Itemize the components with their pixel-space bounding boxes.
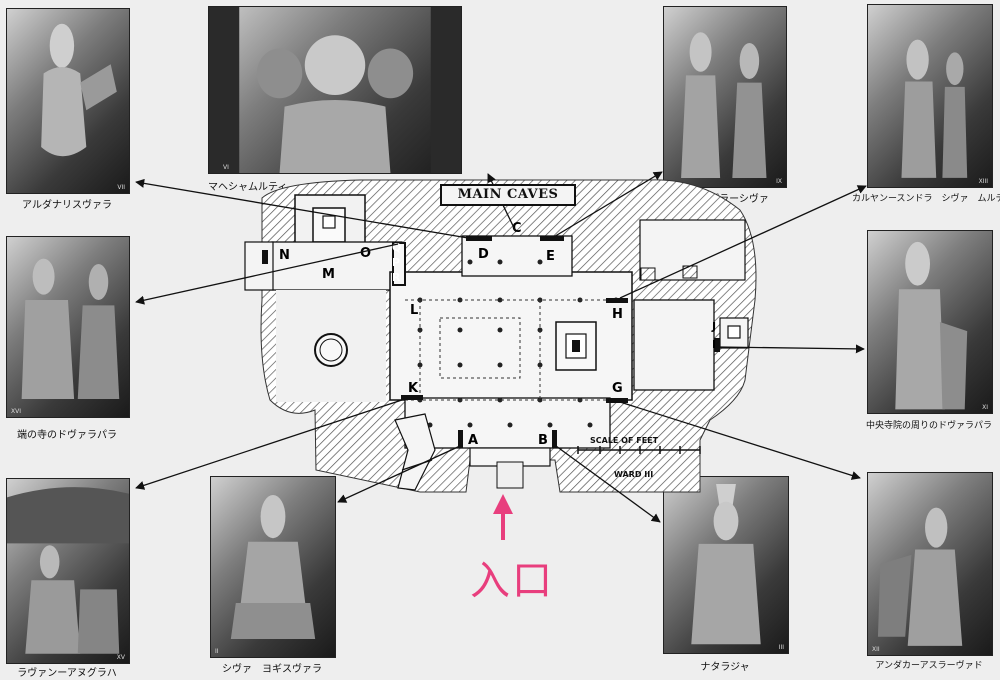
label-i: I — [712, 338, 716, 351]
label-r: R — [392, 271, 401, 284]
left-outer — [244, 241, 274, 291]
caption-andhakasura: アンダカーアスラーヴァド — [875, 661, 983, 671]
dashed-lines — [405, 299, 620, 401]
caption-dvarapala-center: 中央寺院の周りのドヴァラパラ — [866, 421, 992, 431]
photo-number: VI — [223, 164, 229, 171]
caption-dvarapala-end: 端の寺のドヴァラパラ — [17, 430, 117, 441]
photo-ardhanarishvara: VII — [6, 8, 130, 194]
arrow-to-ardhanarishvara — [135, 178, 469, 239]
photo-yogishvara: II — [210, 476, 336, 658]
photo-number: XV — [116, 654, 125, 661]
label-g: G — [612, 381, 623, 396]
caption-yogishvara: シヴァ ヨギスヴァラ — [222, 664, 322, 675]
photo-number: XVI — [11, 408, 21, 415]
photo-number: XI — [982, 404, 988, 411]
scale-bar — [577, 446, 701, 454]
north-porch — [461, 235, 573, 277]
label-n: N — [279, 248, 290, 263]
ward-label: WARD III — [614, 470, 654, 479]
label-q: Q — [392, 241, 401, 254]
plan-title: MAIN CAVES — [440, 184, 576, 206]
arrow-to-ravana — [135, 397, 409, 490]
arrow-to-yogishvara — [337, 445, 461, 503]
label-c: C — [512, 221, 522, 236]
label-h: H — [612, 307, 623, 322]
caption-ravana: ラヴァンーアヌグラハ — [17, 668, 117, 679]
south-porch — [404, 397, 611, 449]
entrance-label: 入口 — [470, 558, 554, 604]
photo-andhakasura: XII — [867, 472, 993, 656]
photo-number: II — [215, 648, 219, 655]
photo-number: IX — [776, 178, 782, 185]
caption-kalyanasundara: カルヤンースンドラ シヴァ ムルティ — [852, 194, 1000, 204]
photo-ravana: XV — [6, 478, 130, 664]
arrow-to-nataraja — [555, 445, 661, 523]
label-l: L — [410, 303, 418, 318]
photo-gangadhara: IX — [663, 6, 787, 188]
photo-kalyanasundara: XIII — [867, 4, 993, 188]
caption-nataraja: ナタラジャ — [700, 662, 750, 673]
photo-nataraja: III — [663, 476, 789, 654]
label-p: P — [392, 256, 400, 269]
entrance-arrow — [493, 494, 513, 540]
label-o: O — [360, 246, 371, 261]
label-e: E — [546, 249, 555, 264]
photo-number: VII — [117, 184, 125, 191]
photo-dvarapala-end: XVI — [6, 236, 130, 418]
photo-number: III — [778, 644, 784, 651]
pointer-arrows — [135, 171, 867, 523]
scale-label: SCALE OF FEET — [590, 436, 659, 445]
arrow-to-dvarapala-end — [135, 243, 399, 305]
shrine-core — [322, 215, 336, 229]
arrow-to-kalyanasundara — [619, 185, 867, 299]
caption-maheshamurti: マヘシャムルティ — [208, 182, 288, 193]
label-m: M — [322, 267, 335, 282]
photo-number: XIII — [978, 178, 988, 185]
arrow-to-dvarapala-center — [719, 344, 865, 354]
caption-ardhanarishvara: アルダナリスヴァラ — [22, 200, 112, 211]
left-wing — [271, 241, 403, 291]
label-j: J — [711, 320, 716, 333]
label-a: A — [468, 433, 478, 448]
label-d: D — [478, 247, 489, 262]
photo-maheshamurti: VI — [208, 6, 462, 174]
arrow-to-gangadhara — [551, 171, 663, 239]
label-b: B — [538, 433, 548, 448]
plan-letter-labels: C D E N O Q P R M L H J I K G A B — [279, 221, 716, 448]
photo-number: XII — [872, 646, 880, 653]
right-court — [633, 299, 715, 391]
arrow-to-andhakasura — [619, 401, 861, 480]
photo-dvarapala-center: XI — [867, 230, 993, 414]
label-k: K — [408, 381, 419, 396]
